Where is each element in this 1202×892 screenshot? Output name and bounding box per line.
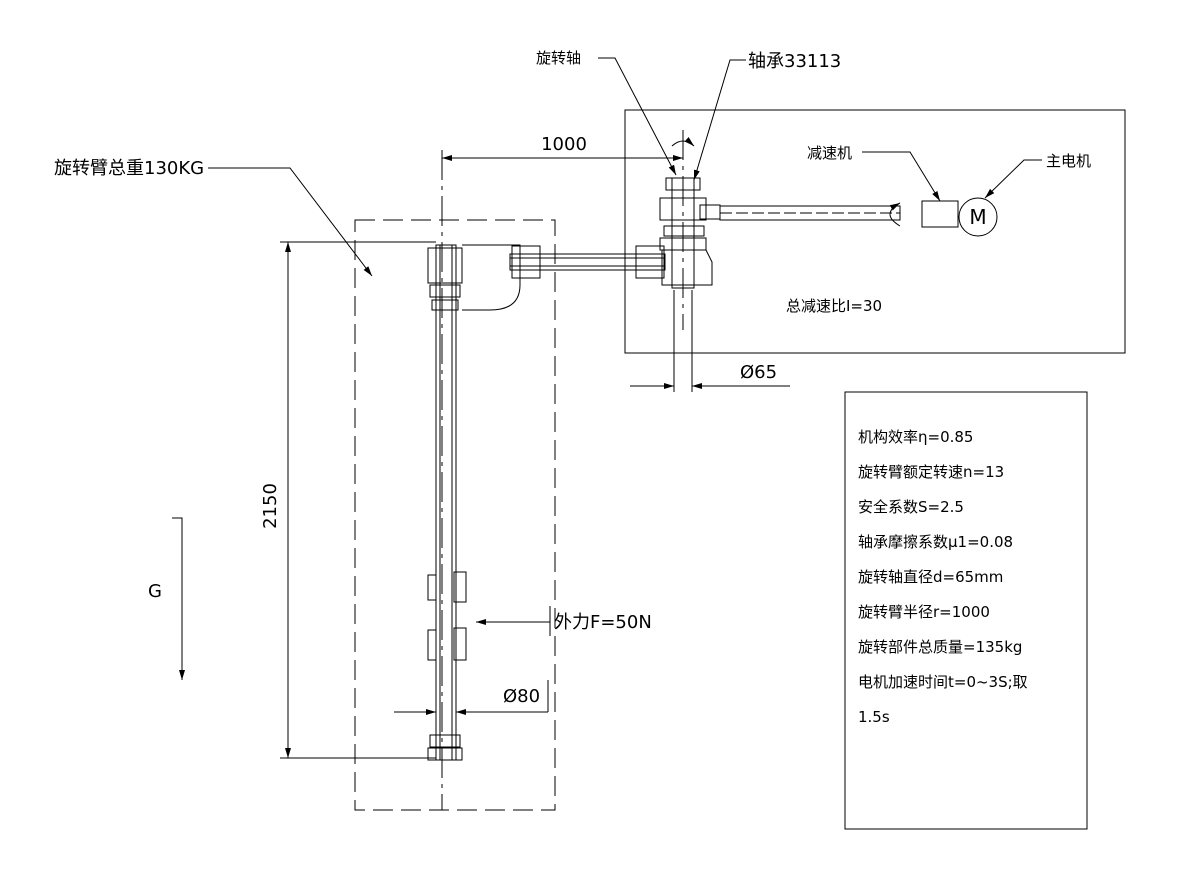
arm-weight-label: 旋转臂总重130KG xyxy=(54,158,204,179)
reducer-label: 减速机 xyxy=(807,144,852,162)
shaft-rotation-arrow xyxy=(671,137,695,147)
param-arm-radius: 旋转臂半径r=1000 xyxy=(858,603,990,621)
param-accel-time: 电机加速时间t=0~3S;取 xyxy=(858,673,1028,691)
total-ratio-label: 总减速比I=30 xyxy=(786,297,882,315)
motor-symbol: M xyxy=(969,205,986,229)
param-accel-time-value: 1.5s xyxy=(858,708,890,726)
horizontal-arm xyxy=(509,245,666,279)
gravity-label: G xyxy=(148,581,162,602)
arm-envelope-dashed xyxy=(354,219,556,811)
main-motor-label: 主电机 xyxy=(1046,152,1091,170)
parameters-list: 机构效率η=0.85 旋转臂额定转速n=13 安全系数S=2.5 轴承摩擦系数μ… xyxy=(858,420,1068,735)
param-efficiency: 机构效率η=0.85 xyxy=(858,428,974,446)
param-safety-factor: 安全系数S=2.5 xyxy=(858,498,964,516)
dimension-column-diameter xyxy=(394,680,549,715)
dimension-arm-height xyxy=(280,241,436,759)
dimension-shaft-diameter xyxy=(630,290,790,392)
param-rated-speed: 旋转臂额定转速n=13 xyxy=(858,463,1005,481)
drive-box xyxy=(624,109,1126,354)
reducer-body xyxy=(921,200,959,228)
bearing-label: 轴承33113 xyxy=(748,51,841,72)
dimension-arm-height-value: 2150 xyxy=(260,483,281,529)
param-total-mass: 旋转部件总质量=135kg xyxy=(858,638,1023,656)
gravity-arrow xyxy=(172,517,185,680)
parameters-box xyxy=(844,391,1088,830)
dimension-arm-radius-value: 1000 xyxy=(541,134,587,155)
dimension-shaft-diameter-value: Ø65 xyxy=(740,362,777,383)
external-force-label: 外力F=50N xyxy=(554,612,652,633)
dimension-column-diameter-value: Ø80 xyxy=(503,686,540,707)
arm-column xyxy=(427,244,521,761)
leader-lines xyxy=(208,57,1042,277)
drive-shaft xyxy=(719,205,901,221)
motor-circle xyxy=(958,197,998,237)
shaft-assembly xyxy=(659,177,721,289)
param-bearing-friction: 轴承摩擦系数μ1=0.08 xyxy=(858,533,1014,551)
rotation-shaft-label: 旋转轴 xyxy=(536,49,581,67)
param-shaft-diameter: 旋转轴直径d=65mm xyxy=(858,568,1004,586)
motor-rotation-arrow xyxy=(889,202,901,227)
